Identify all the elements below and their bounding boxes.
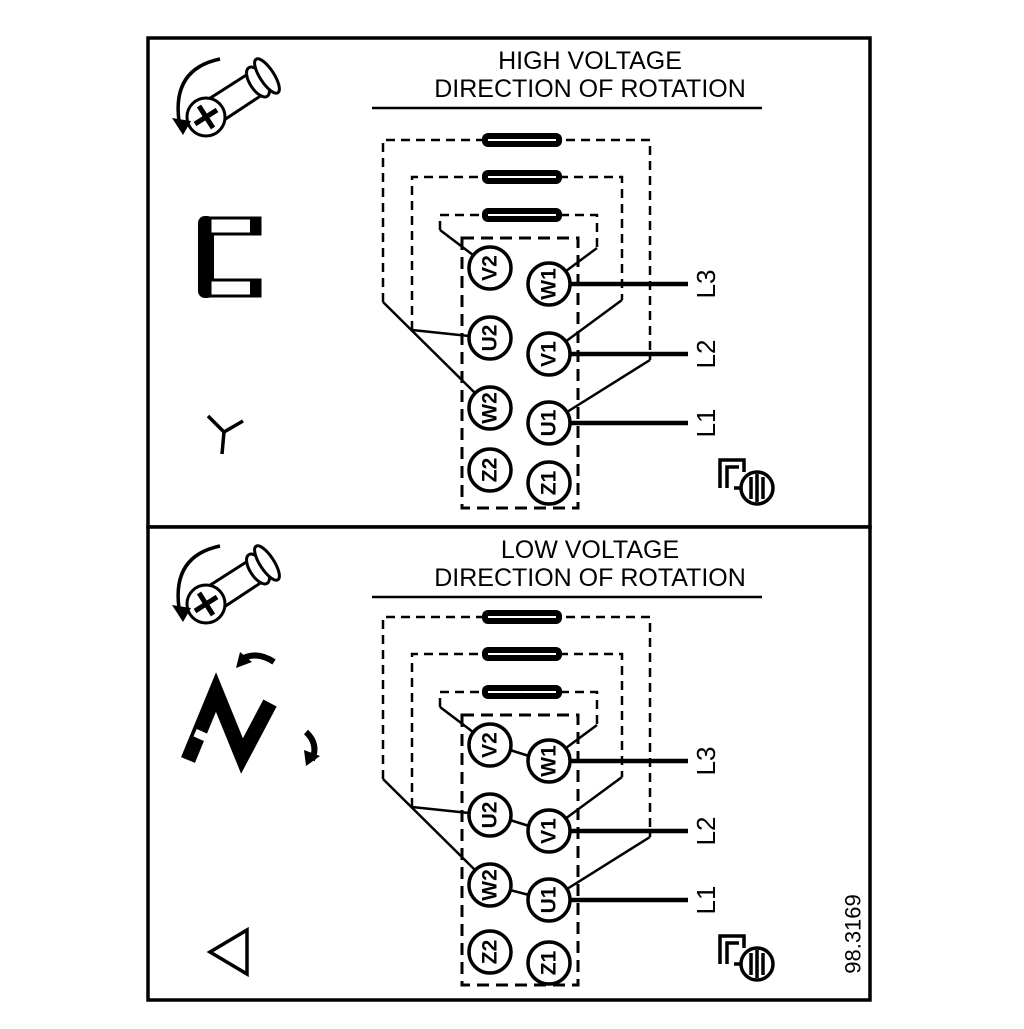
high-voltage-title: HIGH VOLTAGE [498,47,682,75]
delta-symbol-icon [206,926,249,978]
terminal-box-low [460,713,580,987]
terminal-z2-low: Z2 [467,929,513,975]
terminal-z2-high: Z2 [467,447,513,493]
supply-label-l1-low: L1 [691,886,721,915]
wire-v2-low [439,706,474,733]
supply-label-l2-high: L2 [691,340,721,369]
delta-link-u2-v1 [509,818,530,828]
terminal-v1-low: V1 [526,808,572,854]
delta-links-icon [181,652,320,774]
terminal-label-z2-low: Z2 [479,940,502,965]
low-direction-title: DIRECTION OF ROTATION [434,564,746,592]
terminal-box-high [460,236,580,510]
terminal-label-z2-high: Z2 [479,458,502,483]
wire-w1-high [565,246,598,273]
wire-w1-low [565,723,598,750]
link-bar-3-low [482,685,562,699]
jumper-link-icon [198,216,262,298]
terminal-v1-high: V1 [526,331,572,377]
wire-u1-low [566,835,651,891]
delta-link-v2-w1 [509,748,530,758]
terminal-z1-high: Z1 [526,460,572,506]
terminal-label-w2-low: W2 [479,869,502,901]
terminal-w1-high: W1 [526,261,572,307]
terminal-label-v2-low: V2 [479,732,502,758]
terminal-w2-low: W2 [467,862,513,908]
ground-terminal-icon-high [718,458,775,506]
terminal-u2-low: U2 [467,792,513,838]
wire-v1-high [564,298,623,344]
terminal-label-u1-low: U1 [538,886,561,913]
panel-low-voltage: LOW VOLTAGE DIRECTION OF ROTATION [146,525,872,1002]
link-bar-3-high [482,208,562,222]
wire-w2-high [382,301,476,394]
terminal-label-v1-high: V1 [538,341,561,367]
supply-label-l3-high: L3 [691,270,721,299]
terminal-label-u1-high: U1 [538,409,561,436]
terminal-u1-high: U1 [526,400,572,446]
link-bar-1-high [482,133,562,147]
link-bar-1-low [482,610,562,624]
supply-label-l1-high: L1 [691,409,721,438]
terminal-label-v1-low: V1 [538,818,561,844]
star-symbol-icon [206,414,244,455]
wire-u1-high [566,358,651,414]
panel-high-border [146,36,872,529]
screw-rotation-icon [172,57,281,138]
terminal-label-z1-high: Z1 [538,470,561,495]
wire-u2-high [411,328,470,338]
link-bar-2-low [482,647,562,661]
terminal-u1-low: U1 [526,877,572,923]
terminal-label-w1-low: W1 [538,745,561,777]
terminal-u2-high: U2 [467,315,513,361]
terminal-label-w2-high: W2 [479,392,502,424]
ground-terminal-icon-low [718,934,775,982]
link-bar-2-high [482,170,562,184]
delta-link-w2-u1 [509,888,530,897]
terminal-w1-low: W1 [526,738,572,784]
drawing-number: 98.3169 [841,894,866,974]
high-direction-title: DIRECTION OF ROTATION [434,75,746,103]
terminal-w2-high: W2 [467,385,513,431]
wire-w2-low [382,778,476,871]
terminal-v2-high: V2 [467,245,513,291]
panel-high-voltage: HIGH VOLTAGE DIRECTION OF ROTATION [146,36,872,529]
supply-label-l2-low: L2 [691,817,721,846]
wire-u2-low [411,805,470,815]
terminal-label-w1-high: W1 [538,268,561,300]
terminal-label-z1-low: Z1 [538,950,561,975]
dashed-wire-outer-low [381,615,652,837]
terminal-z1-low: Z1 [526,940,572,986]
panel-low-border [146,525,872,1002]
terminal-label-u2-high: U2 [479,325,502,352]
wire-v2-high [439,229,474,256]
screw-rotation-icon-low [172,544,281,625]
terminal-label-v2-high: V2 [479,255,502,281]
terminal-v2-low: V2 [467,722,513,768]
supply-label-l3-low: L3 [691,747,721,776]
dashed-wire-outer-high [381,138,652,360]
wire-v1-low [564,775,623,821]
low-voltage-title: LOW VOLTAGE [501,536,679,564]
terminal-label-u2-low: U2 [479,802,502,829]
